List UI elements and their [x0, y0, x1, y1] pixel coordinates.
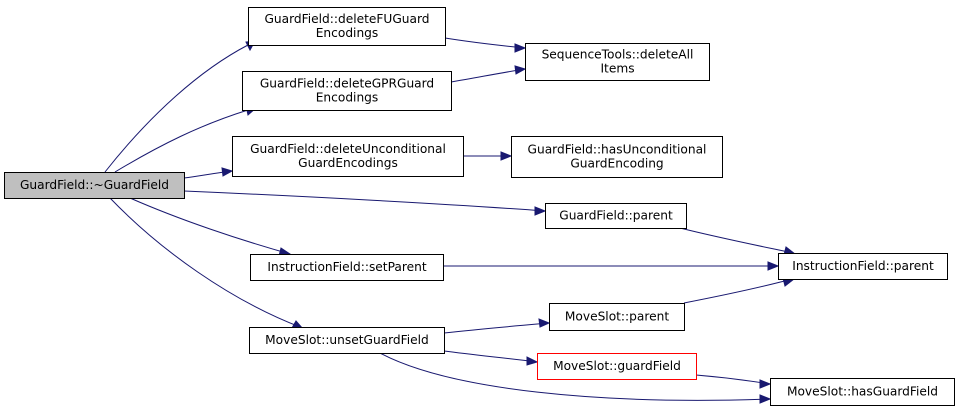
node-label: MoveSlot::parent: [565, 310, 669, 324]
arrowhead: [514, 43, 527, 53]
node-label: GuardEncoding: [570, 157, 663, 171]
edge-ms-guard-field-to-ms-has-guard: [695, 374, 772, 389]
node-label: GuardField::deleteFUGuard: [264, 12, 429, 26]
node-root[interactable]: GuardField::~GuardField: [4, 172, 185, 199]
node-box: [511, 136, 723, 178]
edge-line: [443, 350, 538, 363]
edge-line: [450, 68, 526, 83]
node-label: MoveSlot::hasGuardField: [787, 385, 938, 399]
node-label: GuardEncodings: [298, 156, 398, 170]
arrowhead: [538, 318, 551, 328]
node-box: [248, 7, 446, 46]
node-label: InstructionField::setParent: [267, 260, 426, 274]
edge-line: [443, 322, 550, 334]
node-box: [537, 353, 697, 380]
node-box: [549, 303, 685, 331]
node-label: Encodings: [316, 91, 379, 105]
edge-delete-f-u-to-seq-delete: [444, 37, 527, 53]
node-label: SequenceTools::deleteAll: [542, 48, 694, 62]
node-ms-parent[interactable]: MoveSlot::parent: [549, 303, 685, 331]
node-unset-guard[interactable]: MoveSlot::unsetGuardField: [249, 327, 445, 354]
node-delete-uncond[interactable]: GuardField::deleteUnconditionalGuardEnco…: [232, 136, 464, 177]
node-has-uncond[interactable]: GuardField::hasUnconditionalGuardEncodin…: [511, 136, 723, 178]
edge-line: [379, 352, 771, 401]
node-box: [525, 43, 710, 81]
arrowhead: [526, 356, 539, 366]
edge-line: [444, 37, 526, 49]
edge-root-to-delete-uncond: [183, 167, 234, 179]
edge-root-to-set-parent: [129, 197, 292, 257]
node-label: InstructionField::parent: [792, 259, 934, 273]
edge-line: [129, 197, 291, 255]
arrowhead: [534, 206, 547, 216]
edge-line: [114, 109, 249, 173]
edge-line: [695, 374, 771, 385]
node-set-parent[interactable]: InstructionField::setParent: [250, 254, 444, 281]
arrowhead: [500, 151, 513, 161]
node-box: [242, 71, 452, 111]
node-ms-guard-field[interactable]: MoveSlot::guardField: [537, 353, 697, 380]
node-label: GuardField::hasUnconditional: [528, 143, 707, 157]
edge-unset-guard-to-ms-has-guard: [379, 352, 772, 404]
node-label: GuardField::deleteGPRGuard: [260, 77, 434, 91]
edge-line: [679, 227, 794, 254]
nodes-layer: GuardField::~GuardField GuardField::delet…: [4, 7, 955, 406]
arrowhead: [759, 394, 772, 404]
node-if-parent[interactable]: InstructionField::parent: [778, 253, 948, 280]
node-label: GuardField::~GuardField: [20, 178, 169, 192]
edge-line: [104, 44, 249, 173]
arrowhead: [514, 65, 527, 75]
edge-unset-guard-to-ms-guard-field: [443, 350, 539, 366]
edge-line: [683, 278, 793, 304]
edges-layer: [104, 37, 797, 404]
edge-line: [183, 190, 546, 212]
node-label: MoveSlot::guardField: [553, 359, 681, 373]
node-box: [232, 136, 464, 177]
node-label: Items: [600, 62, 634, 76]
edge-line: [109, 197, 301, 328]
node-gf-parent[interactable]: GuardField::parent: [545, 203, 687, 229]
arrowhead: [759, 379, 772, 389]
edge-delete-g-p-r-to-seq-delete: [450, 65, 527, 83]
edge-gf-parent-to-if-parent: [679, 227, 797, 256]
edge-unset-guard-to-ms-parent: [443, 318, 551, 334]
node-box: [770, 378, 955, 406]
arrowhead: [767, 261, 780, 271]
node-ms-has-guard[interactable]: MoveSlot::hasGuardField: [770, 378, 955, 406]
node-box: [778, 253, 948, 280]
node-label: MoveSlot::unsetGuardField: [265, 333, 429, 347]
node-box: [4, 172, 185, 199]
node-label: GuardField::parent: [559, 209, 673, 223]
edge-delete-uncond-to-has-uncond: [463, 151, 513, 161]
node-box: [545, 203, 687, 229]
edge-ms-parent-to-if-parent: [683, 277, 796, 304]
node-box: [249, 327, 445, 354]
node-box: [250, 254, 444, 281]
arrowhead: [221, 167, 234, 177]
node-label: GuardField::deleteUnconditional: [250, 142, 446, 156]
edge-set-parent-to-if-parent: [443, 261, 780, 271]
edge-root-to-gf-parent: [183, 190, 547, 216]
node-label: Encodings: [316, 26, 379, 40]
